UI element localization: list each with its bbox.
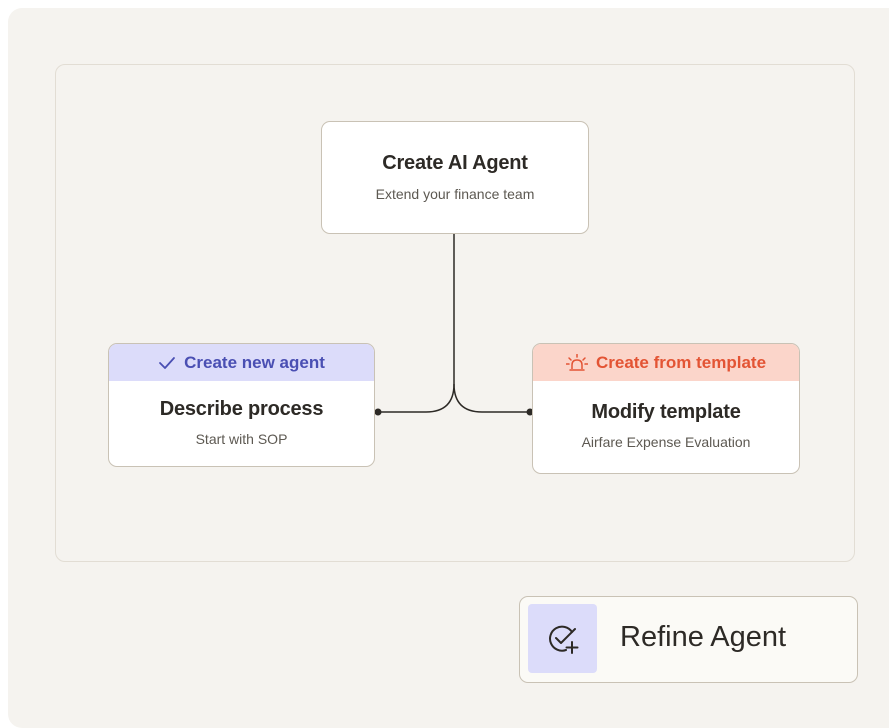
node-title: Modify template <box>591 401 741 423</box>
check-icon <box>158 356 176 370</box>
refine-icon-box <box>528 604 597 673</box>
node-title: Create AI Agent <box>382 152 528 174</box>
modify-template-node[interactable]: Create from template Modify template Air… <box>532 343 800 474</box>
header-label: Create new agent <box>184 352 325 372</box>
node-subtitle: Start with SOP <box>195 431 288 447</box>
connector-dot-right <box>526 408 534 416</box>
header-label: Create from template <box>595 352 767 372</box>
connector-dot-left <box>374 408 382 416</box>
node-title: Describe process <box>159 398 324 420</box>
node-subtitle: Airfare Expense Evaluation <box>581 434 751 450</box>
circle-check-plus-icon <box>546 622 580 656</box>
create-new-agent-header: Create new agent <box>109 344 374 381</box>
create-from-template-header: Create from template <box>533 344 799 381</box>
connector-root-to-right <box>453 383 530 413</box>
refine-agent-label: Refine Agent <box>620 621 787 653</box>
describe-process-node[interactable]: Create new agent Describe process Start … <box>108 343 375 467</box>
refine-agent-button[interactable]: Refine Agent <box>519 596 858 683</box>
create-ai-agent-node[interactable]: Create AI Agent Extend your finance team <box>321 121 589 234</box>
siren-icon <box>565 353 588 372</box>
connector-root-to-left <box>378 234 455 413</box>
node-subtitle: Extend your finance team <box>375 186 535 202</box>
diagram-panel <box>55 64 855 562</box>
connector-lines <box>374 234 534 416</box>
